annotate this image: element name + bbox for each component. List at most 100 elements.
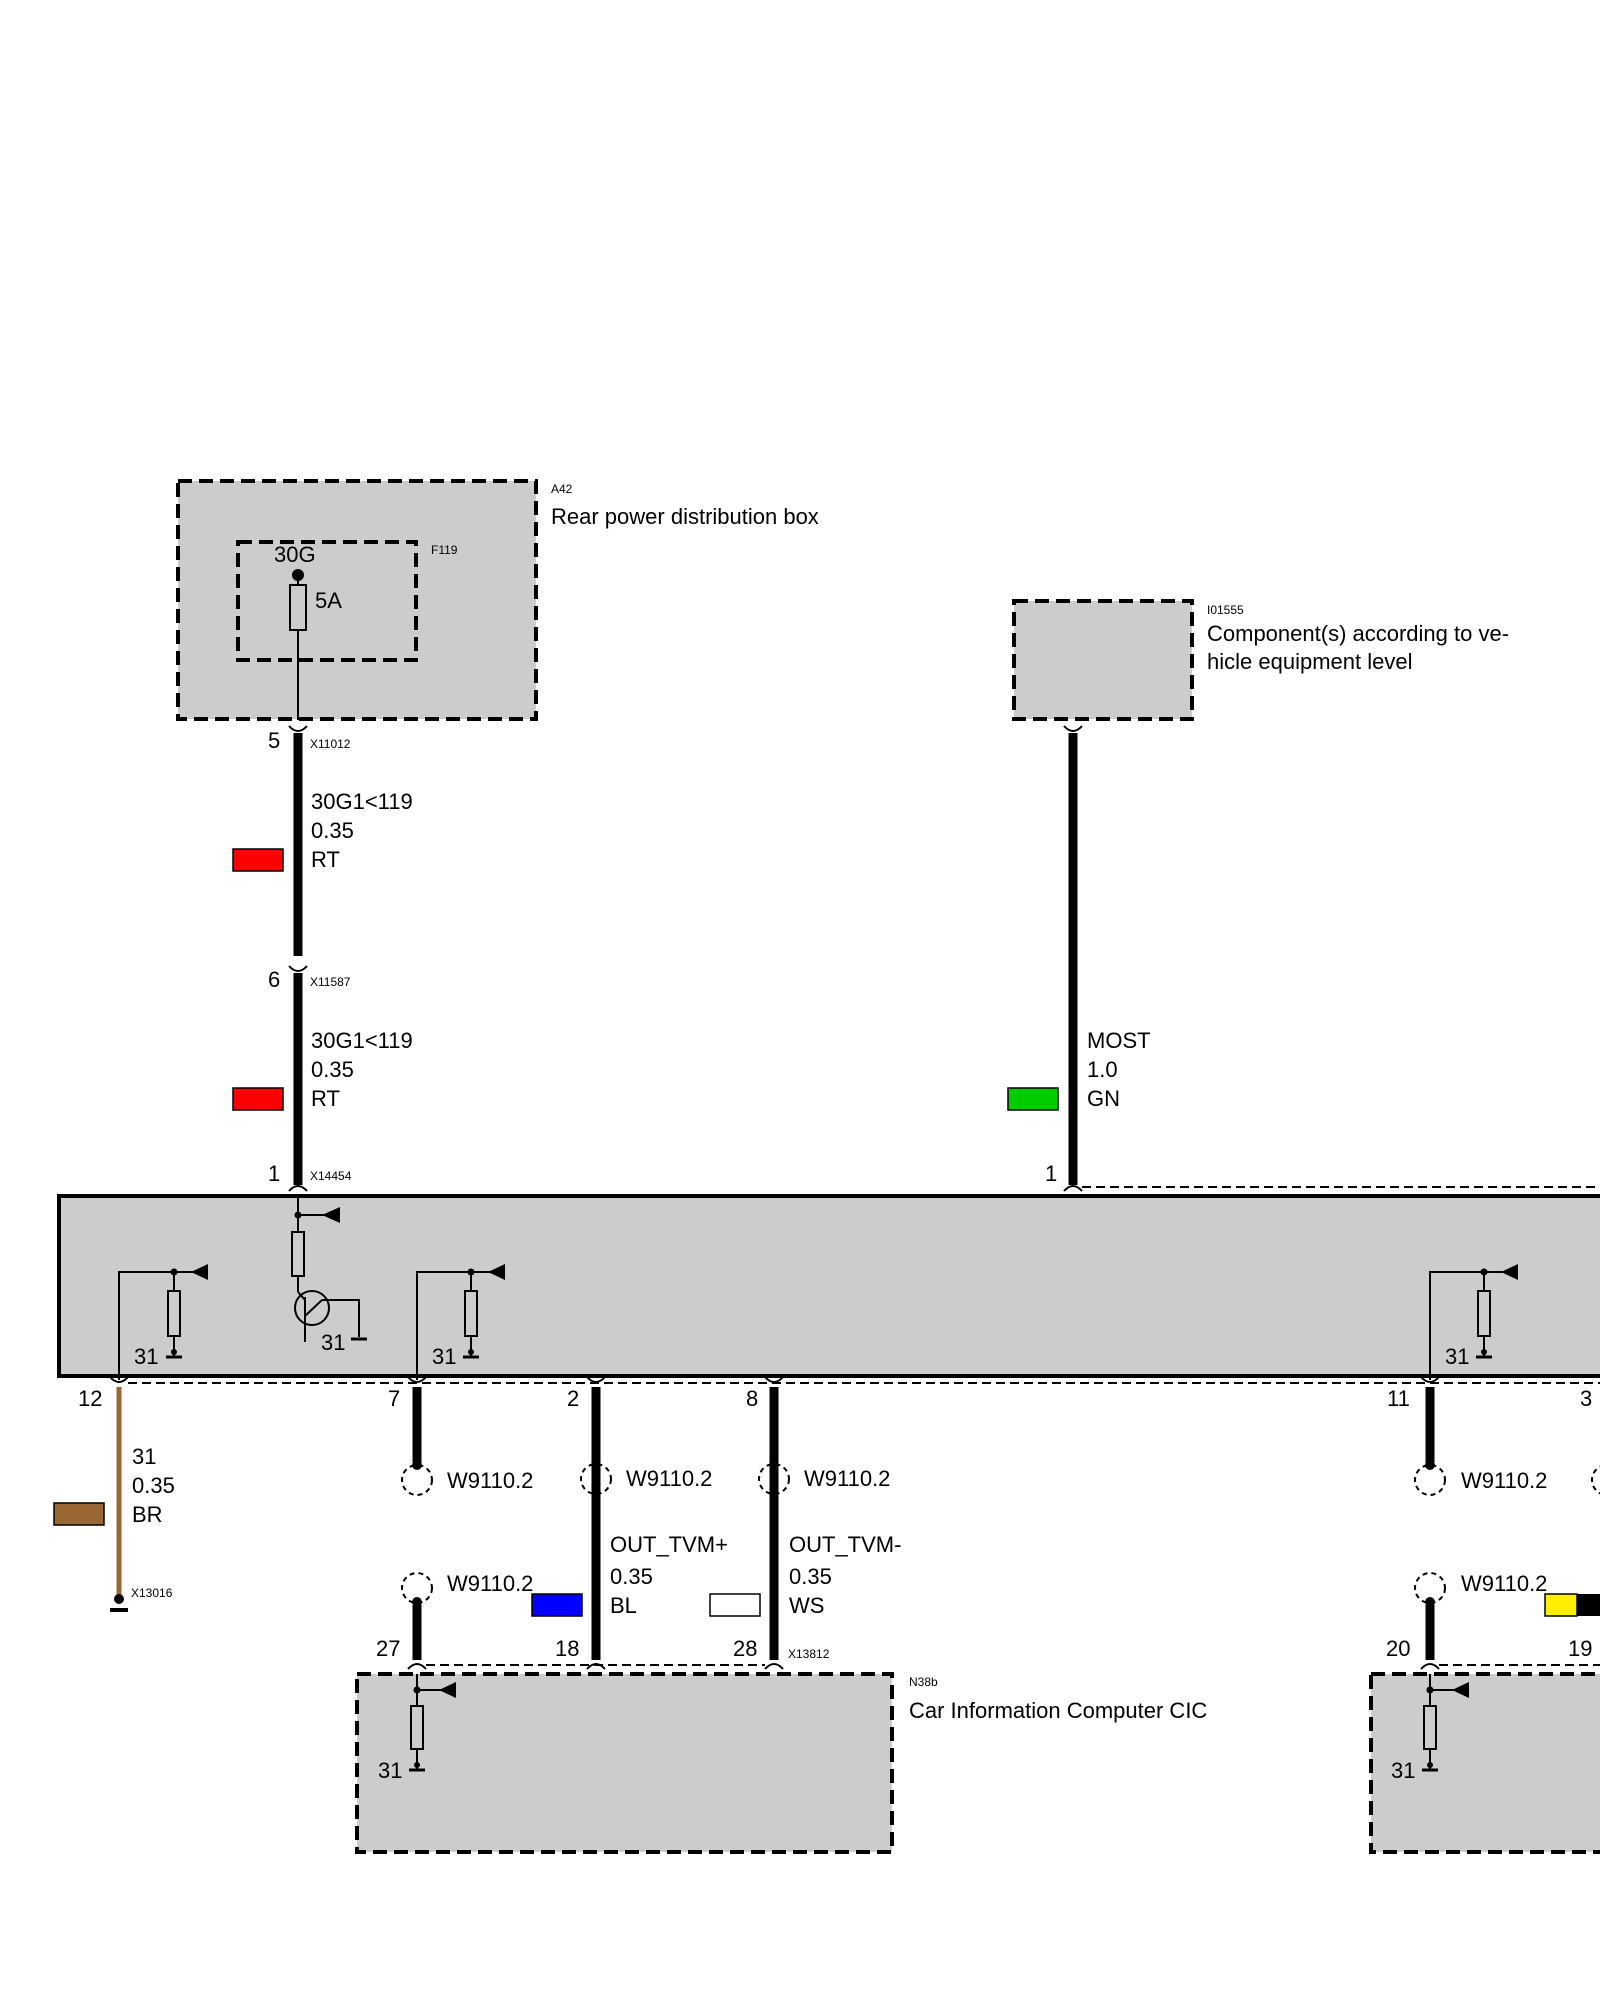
n38b-name: Car Information Computer CIC (909, 1698, 1207, 1723)
shield-point (412, 1460, 422, 1470)
shield-label: W9110.2 (804, 1466, 890, 1491)
wire-signal: 30G1<119 (311, 1028, 413, 1053)
connector-symbol (1420, 1663, 1440, 1670)
connector-symbol (109, 1376, 129, 1383)
shield-symbol (1414, 1464, 1446, 1496)
i01555-name-line1: Component(s) according to ve- (1207, 621, 1509, 646)
connector-symbol (1063, 725, 1083, 732)
wire-color-swatch (53, 1502, 105, 1526)
wire-size: 1.0 (1087, 1057, 1118, 1082)
shield-label: W9110.2 (1461, 1468, 1547, 1493)
pin-27: 27 (376, 1636, 400, 1661)
wire-color: RT (311, 1086, 340, 1111)
connector-x14454: X14454 (310, 1169, 352, 1183)
shield-symbol (401, 1572, 433, 1604)
connector-symbol (288, 965, 308, 972)
internal-pulldown-circuit (118, 1264, 208, 1380)
connector-symbol (288, 1185, 308, 1192)
a42-name: Rear power distribution box (551, 504, 819, 529)
ground-label: 31 (134, 1344, 158, 1369)
wire-color-stripe (1577, 1594, 1600, 1616)
wire-color-swatch (709, 1593, 761, 1617)
connector-symbol (764, 1376, 784, 1383)
pin-28: 28 (733, 1636, 757, 1661)
connector-symbol (764, 1663, 784, 1670)
shield-point (1425, 1460, 1435, 1470)
shield-symbol (401, 1464, 433, 1496)
connector-symbol (407, 1376, 427, 1383)
shield-symbol (1591, 1465, 1600, 1495)
n38b-id: N38b (909, 1675, 938, 1689)
internal-transistor-circuit (291, 1196, 367, 1342)
internal-pullup-circuit (409, 1674, 456, 1772)
a42-box (176, 479, 538, 721)
pin-5: 5 (268, 728, 280, 753)
wire-signal: MOST (1087, 1028, 1151, 1053)
wire-color-swatch (232, 848, 284, 872)
wire-color: GN (1087, 1086, 1120, 1111)
module-box (57, 1194, 1600, 1378)
wire-signal: OUT_TVM+ (610, 1532, 728, 1557)
pin-7: 7 (388, 1386, 400, 1411)
pin-2: 2 (567, 1386, 579, 1411)
f119-rating: 5A (315, 588, 342, 613)
pin-12: 12 (78, 1386, 102, 1411)
shield-point (1425, 1597, 1435, 1607)
i01555-id: I01555 (1207, 603, 1244, 617)
f119-id: F119 (431, 543, 458, 557)
f119-box (236, 540, 418, 662)
internal-pulldown-circuit (1429, 1264, 1518, 1380)
shield-label: W9110.2 (1461, 1571, 1547, 1596)
connector-symbol (586, 1376, 606, 1383)
pin-6: 6 (268, 967, 280, 992)
connector-symbol (1420, 1376, 1440, 1383)
internal-pulldown-circuit (416, 1264, 505, 1380)
n38b-box (355, 1672, 894, 1854)
pin-18: 18 (555, 1636, 579, 1661)
i01555-box (1012, 599, 1194, 721)
pin-19: 19 (1568, 1636, 1592, 1661)
shield-label: W9110.2 (626, 1466, 712, 1491)
wire-size: 0.35 (132, 1473, 175, 1498)
ground-label: 31 (378, 1758, 402, 1783)
ground-label: 31 (1391, 1758, 1415, 1783)
shield-point (412, 1597, 422, 1607)
wire-color: WS (789, 1593, 824, 1618)
ground-label: 31 (321, 1330, 345, 1355)
wire-color: BR (132, 1502, 163, 1527)
wire-color: BL (610, 1593, 637, 1618)
wire-color-swatch (232, 1087, 284, 1111)
wire-size: 0.35 (311, 1057, 354, 1082)
pin-1: 1 (1045, 1161, 1057, 1186)
shield-symbol (758, 1463, 790, 1495)
shield-label: W9110.2 (447, 1571, 533, 1596)
pin-20: 20 (1386, 1636, 1410, 1661)
f119-terminal: 30G (274, 542, 316, 567)
connector-symbol (1063, 1185, 1083, 1192)
pin-8: 8 (746, 1386, 758, 1411)
connector-x13812: X13812 (788, 1647, 830, 1661)
connector-x11012: X11012 (310, 737, 351, 751)
connector-symbol (407, 1663, 427, 1670)
ground-label: 31 (1445, 1344, 1469, 1369)
shield-symbol (580, 1463, 612, 1495)
pin-3: 3 (1580, 1386, 1592, 1411)
wire-signal: OUT_TVM- (789, 1532, 901, 1557)
a42-id: A42 (551, 482, 573, 496)
wire-color-swatch (531, 1593, 583, 1617)
internal-pullup-circuit (1422, 1674, 1469, 1772)
connector-x13016: X13016 (131, 1586, 173, 1600)
pin-11: 11 (1387, 1386, 1410, 1411)
wire-size: 0.35 (610, 1564, 653, 1589)
wire-size: 0.35 (311, 818, 354, 843)
wire-color: RT (311, 847, 340, 872)
ground-point (114, 1594, 124, 1604)
connector-x11587: X11587 (310, 975, 351, 989)
wire-signal: 31 (132, 1444, 156, 1469)
pin-1: 1 (268, 1161, 280, 1186)
shield-symbol (1414, 1572, 1446, 1604)
wire-color-swatch (1544, 1593, 1578, 1617)
wire-signal: 30G1<119 (311, 789, 413, 814)
connector-symbol (288, 725, 308, 732)
